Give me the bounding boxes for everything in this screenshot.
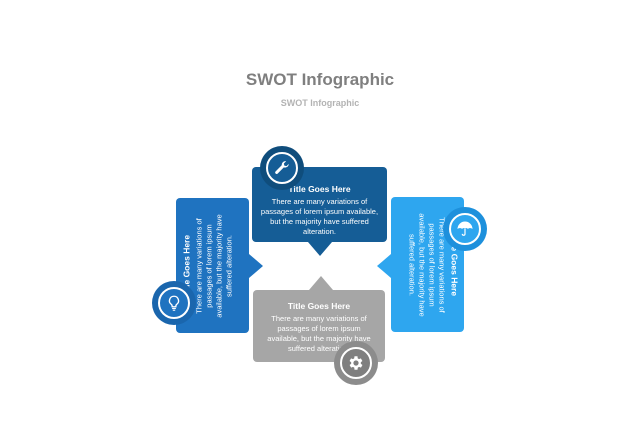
page-title: SWOT Infographic [245,70,395,89]
swot-box-top: Title Goes Here There are many variation… [252,167,387,242]
left-box-text: There are many variations of passages of… [194,213,233,318]
top-badge [260,146,304,190]
lightbulb-icon [168,295,180,311]
top-box-title: Title Goes Here [288,184,351,194]
left-badge [152,281,196,325]
top-box-pointer [308,242,332,256]
bottom-badge [334,341,378,385]
right-badge [443,207,487,251]
top-box-text: There are many variations of passages of… [260,197,379,236]
bottom-box-text: There are many variations of passages of… [267,314,371,353]
umbrella-icon [457,221,473,236]
bottom-box-title: Title Goes Here [287,301,351,311]
right-box-pointer [377,254,391,278]
wrench-icon [275,161,289,174]
gear-icon [349,356,363,370]
page-subtitle: SWOT Infographic [280,98,360,108]
bottom-box-pointer [309,276,333,290]
swot-box-bottom: Title Goes Here There are many variation… [253,290,385,362]
right-box-text: There are many variations of passages of… [407,212,446,317]
left-box-pointer [249,254,263,278]
